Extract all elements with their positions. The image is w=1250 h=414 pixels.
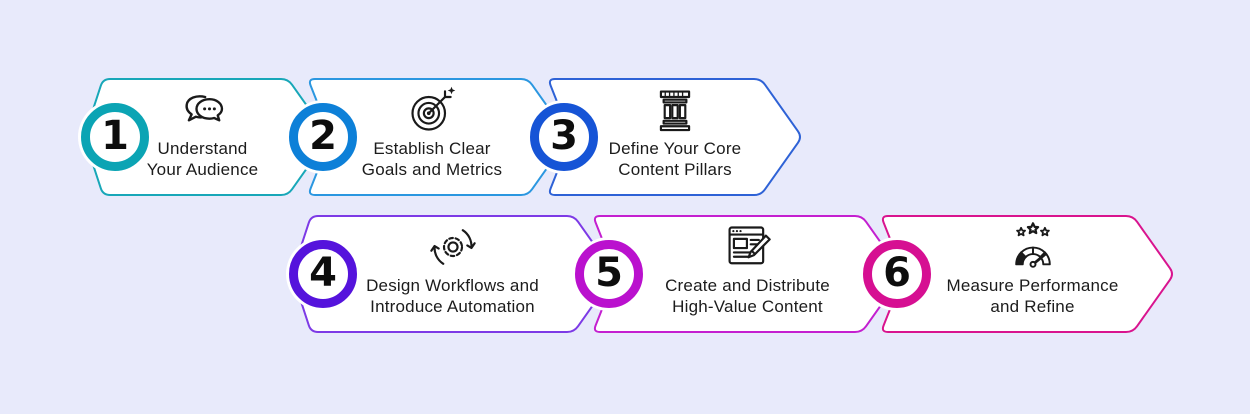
step-4-number-badge: 4 bbox=[285, 236, 361, 312]
target-goals-icon bbox=[406, 84, 458, 136]
step-1-number: 1 bbox=[101, 113, 129, 159]
step-3-number: 3 bbox=[550, 113, 578, 159]
step-5-number-badge: 5 bbox=[571, 236, 647, 312]
step-5-number: 5 bbox=[595, 250, 623, 296]
step-1-number-badge: 1 bbox=[77, 99, 153, 175]
pillars-icon bbox=[649, 84, 701, 136]
step-4-number: 4 bbox=[309, 250, 337, 296]
chat-bubbles-icon bbox=[177, 84, 229, 136]
automation-gear-icon bbox=[427, 221, 479, 273]
step-2-number-badge: 2 bbox=[285, 99, 361, 175]
content-creation-icon bbox=[722, 221, 774, 273]
step-6-number-badge: 6 bbox=[859, 236, 935, 312]
step-3-number-badge: 3 bbox=[526, 99, 602, 175]
step-6-number: 6 bbox=[883, 250, 911, 296]
step-2-number: 2 bbox=[309, 113, 337, 159]
performance-gauge-icon bbox=[1007, 221, 1059, 273]
